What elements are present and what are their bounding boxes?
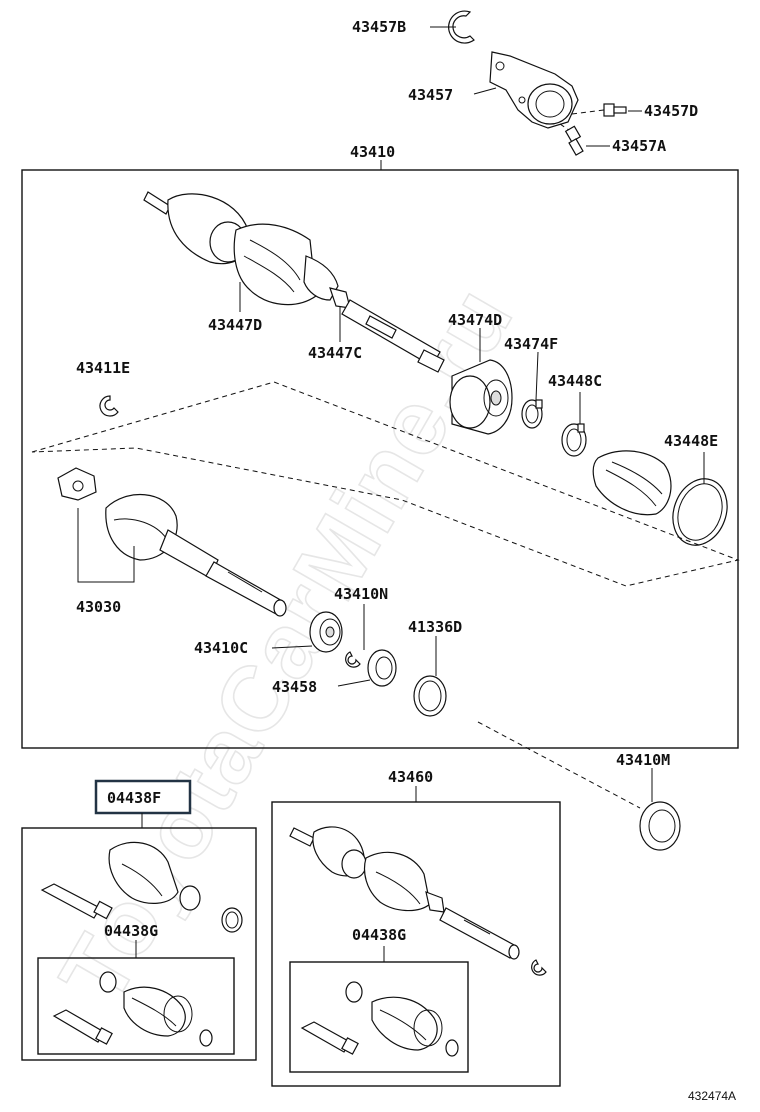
label-43457b[interactable]: 43457B <box>352 18 406 36</box>
snap-ring-43411e <box>99 395 119 417</box>
snap-ring-43457b <box>448 10 475 44</box>
label-43474d[interactable]: 43474D <box>448 311 502 329</box>
assembly-frame-43410 <box>21 169 739 749</box>
clamp-04438g-a-ring <box>199 1029 213 1047</box>
snap-ring-43410n <box>345 651 361 668</box>
label-43458[interactable]: 43458 <box>272 678 317 696</box>
kit-frame-04438f <box>21 827 257 1061</box>
label-43410n[interactable]: 43410N <box>334 585 388 603</box>
label-43457d[interactable]: 43457D <box>644 102 698 120</box>
seal-43410m <box>639 801 681 851</box>
leader-43410c <box>271 645 313 649</box>
leader-43030 <box>77 508 135 583</box>
label-04438f[interactable]: 04438F <box>107 789 161 807</box>
bolt-43457a <box>559 123 584 156</box>
boot-04438g-a <box>123 986 193 1037</box>
inner-cv-joint <box>57 467 287 617</box>
drawing-number: 432474A <box>688 1089 736 1103</box>
leader-43458 <box>337 679 371 687</box>
outer-cv-joint <box>143 191 351 309</box>
clamp-04438g-b-ring <box>445 1039 459 1057</box>
label-43448e[interactable]: 43448E <box>664 432 718 450</box>
clamp-43448e <box>672 478 728 546</box>
bearing-43410c <box>309 611 343 653</box>
kit-frame-43460 <box>271 801 561 1087</box>
clamp-43474f <box>521 399 543 429</box>
label-43457a[interactable]: 43457A <box>612 137 666 155</box>
clamp-04438f <box>221 907 243 933</box>
clamp-43448c <box>561 423 587 457</box>
label-43447c[interactable]: 43447C <box>308 344 362 362</box>
label-43457[interactable]: 43457 <box>408 86 453 104</box>
bolt-43457d <box>571 103 627 117</box>
inner-boot <box>592 450 672 516</box>
leader-43474f <box>535 351 539 401</box>
bearing-bracket-43457 <box>489 51 579 129</box>
label-43410m[interactable]: 43410M <box>616 751 670 769</box>
damper-43474d <box>449 359 513 435</box>
snap-ring-43460 <box>531 959 547 976</box>
grease-tube-04438g-a <box>52 1009 113 1045</box>
boot-04438g-b <box>371 996 443 1051</box>
label-43410[interactable]: 43410 <box>350 143 395 161</box>
leader-43457 <box>473 87 497 95</box>
guide-line-43410m <box>477 721 641 809</box>
label-43030[interactable]: 43030 <box>76 598 121 616</box>
drive-shaft-43460 <box>289 826 520 960</box>
label-43410c[interactable]: 43410C <box>194 639 248 657</box>
drive-shaft <box>341 299 445 373</box>
label-43447d[interactable]: 43447D <box>208 316 262 334</box>
label-04438g-a[interactable]: 04438G <box>104 922 158 940</box>
dust-cover-43458 <box>367 649 397 687</box>
label-43448c[interactable]: 43448C <box>548 372 602 390</box>
seal-41336d <box>413 675 447 717</box>
label-43460[interactable]: 43460 <box>388 768 433 786</box>
label-04438g-b[interactable]: 04438G <box>352 926 406 944</box>
grease-tube-04438g-b <box>300 1021 359 1055</box>
kit-frame-04438g-a <box>37 957 235 1055</box>
boot-04438f <box>108 841 201 911</box>
clamp-04438g-a-small <box>99 971 117 993</box>
label-box-04438f <box>94 779 192 815</box>
label-41336d[interactable]: 41336D <box>408 618 462 636</box>
clamp-04438g-b-small <box>345 981 363 1003</box>
label-43411e[interactable]: 43411E <box>76 359 130 377</box>
grease-tube-04438f <box>40 883 113 920</box>
kit-frame-04438g-b <box>289 961 469 1073</box>
label-43474f[interactable]: 43474F <box>504 335 558 353</box>
